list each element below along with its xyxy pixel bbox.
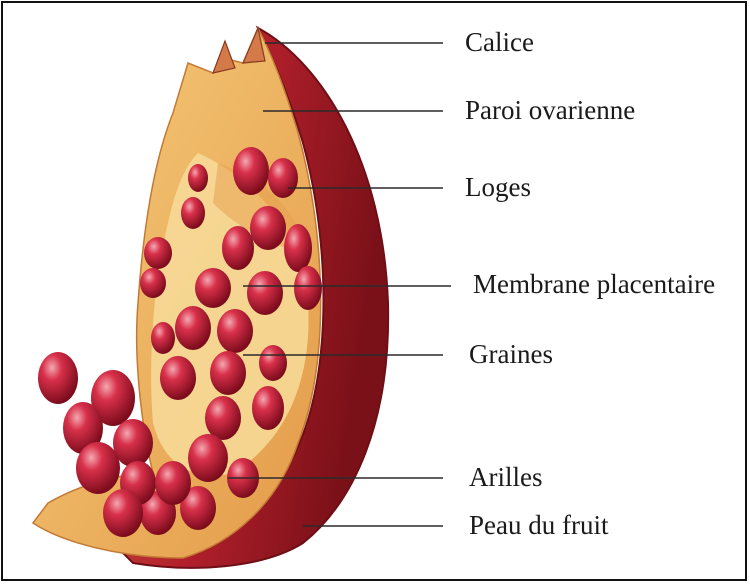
label-paroi-ovarienne: Paroi ovarienne: [465, 97, 635, 124]
label-calice: Calice: [465, 29, 534, 56]
label-peau-du-fruit: Peau du fruit: [469, 512, 608, 539]
label-arilles: Arilles: [469, 464, 543, 491]
label-loges: Loges: [465, 174, 531, 201]
label-membrane-placentaire: Membrane placentaire: [473, 271, 715, 298]
label-graines: Graines: [469, 341, 553, 368]
